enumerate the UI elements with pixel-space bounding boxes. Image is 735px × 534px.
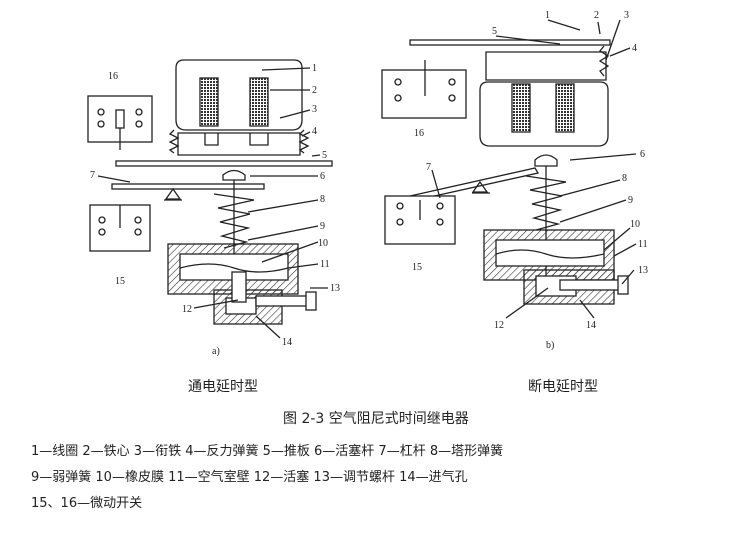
callout-b-11: 11 (638, 239, 648, 250)
legend-line-1: 1—线圈 2—铁心 3—衔铁 4—反力弹簧 5—推板 6—活塞杆 7—杠杆 8—… (31, 444, 504, 459)
legend-line-3: 15、16—微动开关 (31, 496, 143, 511)
callout-b-1: 1 (545, 10, 550, 21)
callout-a-12: 12 (182, 304, 192, 315)
callout-b-14: 14 (586, 320, 596, 331)
callout-b-6: 6 (640, 149, 645, 160)
coil-a-right (249, 77, 269, 127)
callout-b-4: 4 (632, 43, 637, 54)
callouts-b: 1 2 3 4 5 6 7 8 9 10 11 12 13 14 15 16 b… (412, 10, 648, 351)
callout-a-8: 8 (320, 194, 325, 205)
callout-b-3: 3 (624, 10, 629, 21)
caption-a: 通电延时型 (188, 379, 258, 395)
callout-b-5: 5 (492, 26, 497, 37)
callout-b-8: 8 (622, 173, 627, 184)
callout-a-4: 4 (312, 126, 317, 137)
coil-b-left (511, 83, 531, 133)
subfig-b-letter: b) (546, 340, 554, 351)
callout-b-9: 9 (628, 195, 633, 206)
subfig-b-drawing (381, 19, 637, 319)
figure-title: 图 2-3 空气阻尼式时间继电器 (283, 411, 469, 427)
callout-a-9: 9 (320, 221, 325, 232)
callout-b-2: 2 (594, 10, 599, 21)
callout-a-11: 11 (320, 259, 330, 270)
coil-b-right (555, 83, 575, 133)
callout-b-15: 15 (412, 262, 422, 273)
subfig-a-drawing (87, 59, 333, 339)
callout-a-16: 16 (108, 71, 118, 82)
callouts-a: 1 2 3 4 5 6 7 8 9 10 11 12 13 14 15 16 a… (90, 63, 340, 357)
callout-a-2: 2 (312, 85, 317, 96)
callout-a-7: 7 (90, 170, 95, 181)
callout-a-3: 3 (312, 104, 317, 115)
callout-b-7: 7 (426, 162, 431, 173)
callout-a-6: 6 (320, 171, 325, 182)
callout-b-16: 16 (414, 128, 424, 139)
subfig-a-letter: a) (212, 346, 220, 357)
callout-a-13: 13 (330, 283, 340, 294)
callout-a-14: 14 (282, 337, 292, 348)
callout-a-10: 10 (318, 238, 328, 249)
callout-a-5: 5 (322, 150, 327, 161)
callout-b-10: 10 (630, 219, 640, 230)
callout-a-1: 1 (312, 63, 317, 74)
legend-line-2: 9—弱弹簧 10—橡皮膜 11—空气室壁 12—活塞 13—调节螺杆 14—进气… (31, 470, 468, 485)
coil-a-left (199, 77, 219, 127)
caption-b: 断电延时型 (528, 379, 598, 395)
callout-b-12: 12 (494, 320, 504, 331)
callout-a-15: 15 (115, 276, 125, 287)
callout-b-13: 13 (638, 265, 648, 276)
